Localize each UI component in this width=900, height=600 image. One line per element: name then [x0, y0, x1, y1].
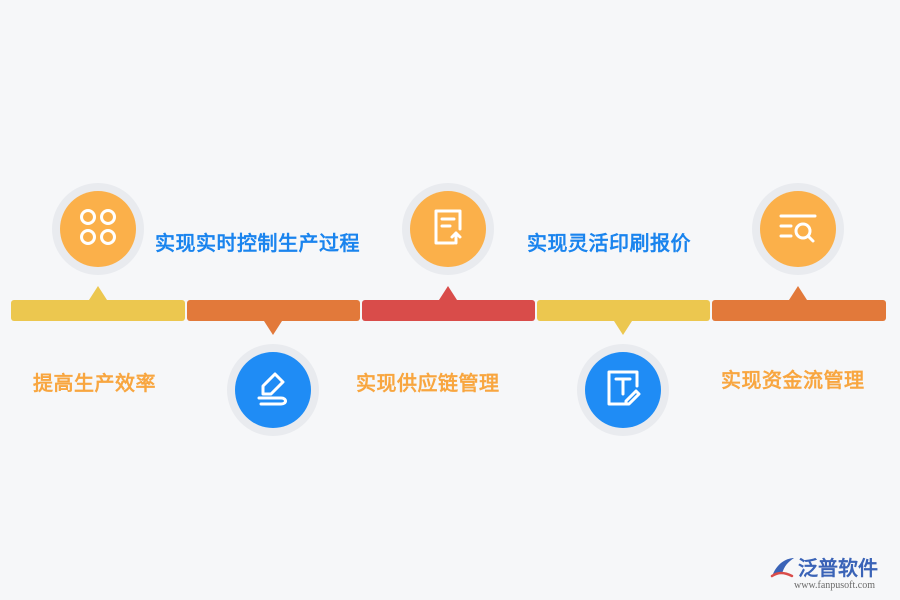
step-4-circle	[585, 352, 661, 428]
step-1-label: 提高生产效率	[33, 371, 156, 395]
step-3-label: 实现供应链管理	[356, 371, 500, 395]
step-2-badge	[227, 344, 319, 436]
step-4-badge	[577, 344, 669, 436]
timeline-segment-1	[11, 300, 185, 321]
step-3-circle	[410, 191, 486, 267]
step-1-circle	[60, 191, 136, 267]
brand-mark-icon	[770, 554, 796, 584]
step-3-badge	[402, 183, 494, 275]
timeline-segment-5	[712, 300, 886, 321]
pointer-down-4	[614, 321, 632, 335]
step-5-badge	[752, 183, 844, 275]
step-2-label: 实现实时控制生产过程	[155, 231, 360, 255]
four-circles-icon	[77, 206, 119, 252]
step-1-badge	[52, 183, 144, 275]
document-upload-icon	[426, 205, 470, 253]
step-5-label: 实现资金流管理	[721, 368, 865, 392]
signature-pen-icon	[251, 366, 295, 414]
pointer-up-1	[89, 286, 107, 300]
timeline-segment-3	[362, 300, 535, 321]
step-4-label: 实现灵活印刷报价	[527, 231, 691, 255]
timeline-segment-4	[537, 300, 710, 321]
step-5-circle	[760, 191, 836, 267]
pointer-down-2	[264, 321, 282, 335]
timeline-segment-2	[187, 300, 360, 321]
text-edit-icon	[601, 366, 645, 414]
list-search-icon	[775, 204, 821, 254]
pointer-up-3	[439, 286, 457, 300]
brand-name: 泛普软件	[798, 556, 878, 580]
step-2-circle	[235, 352, 311, 428]
brand-url: www.fanpusoft.com	[794, 580, 876, 591]
pointer-up-5	[789, 286, 807, 300]
brand-logo: 泛普软件 www.fanpusoft.com	[770, 550, 894, 596]
